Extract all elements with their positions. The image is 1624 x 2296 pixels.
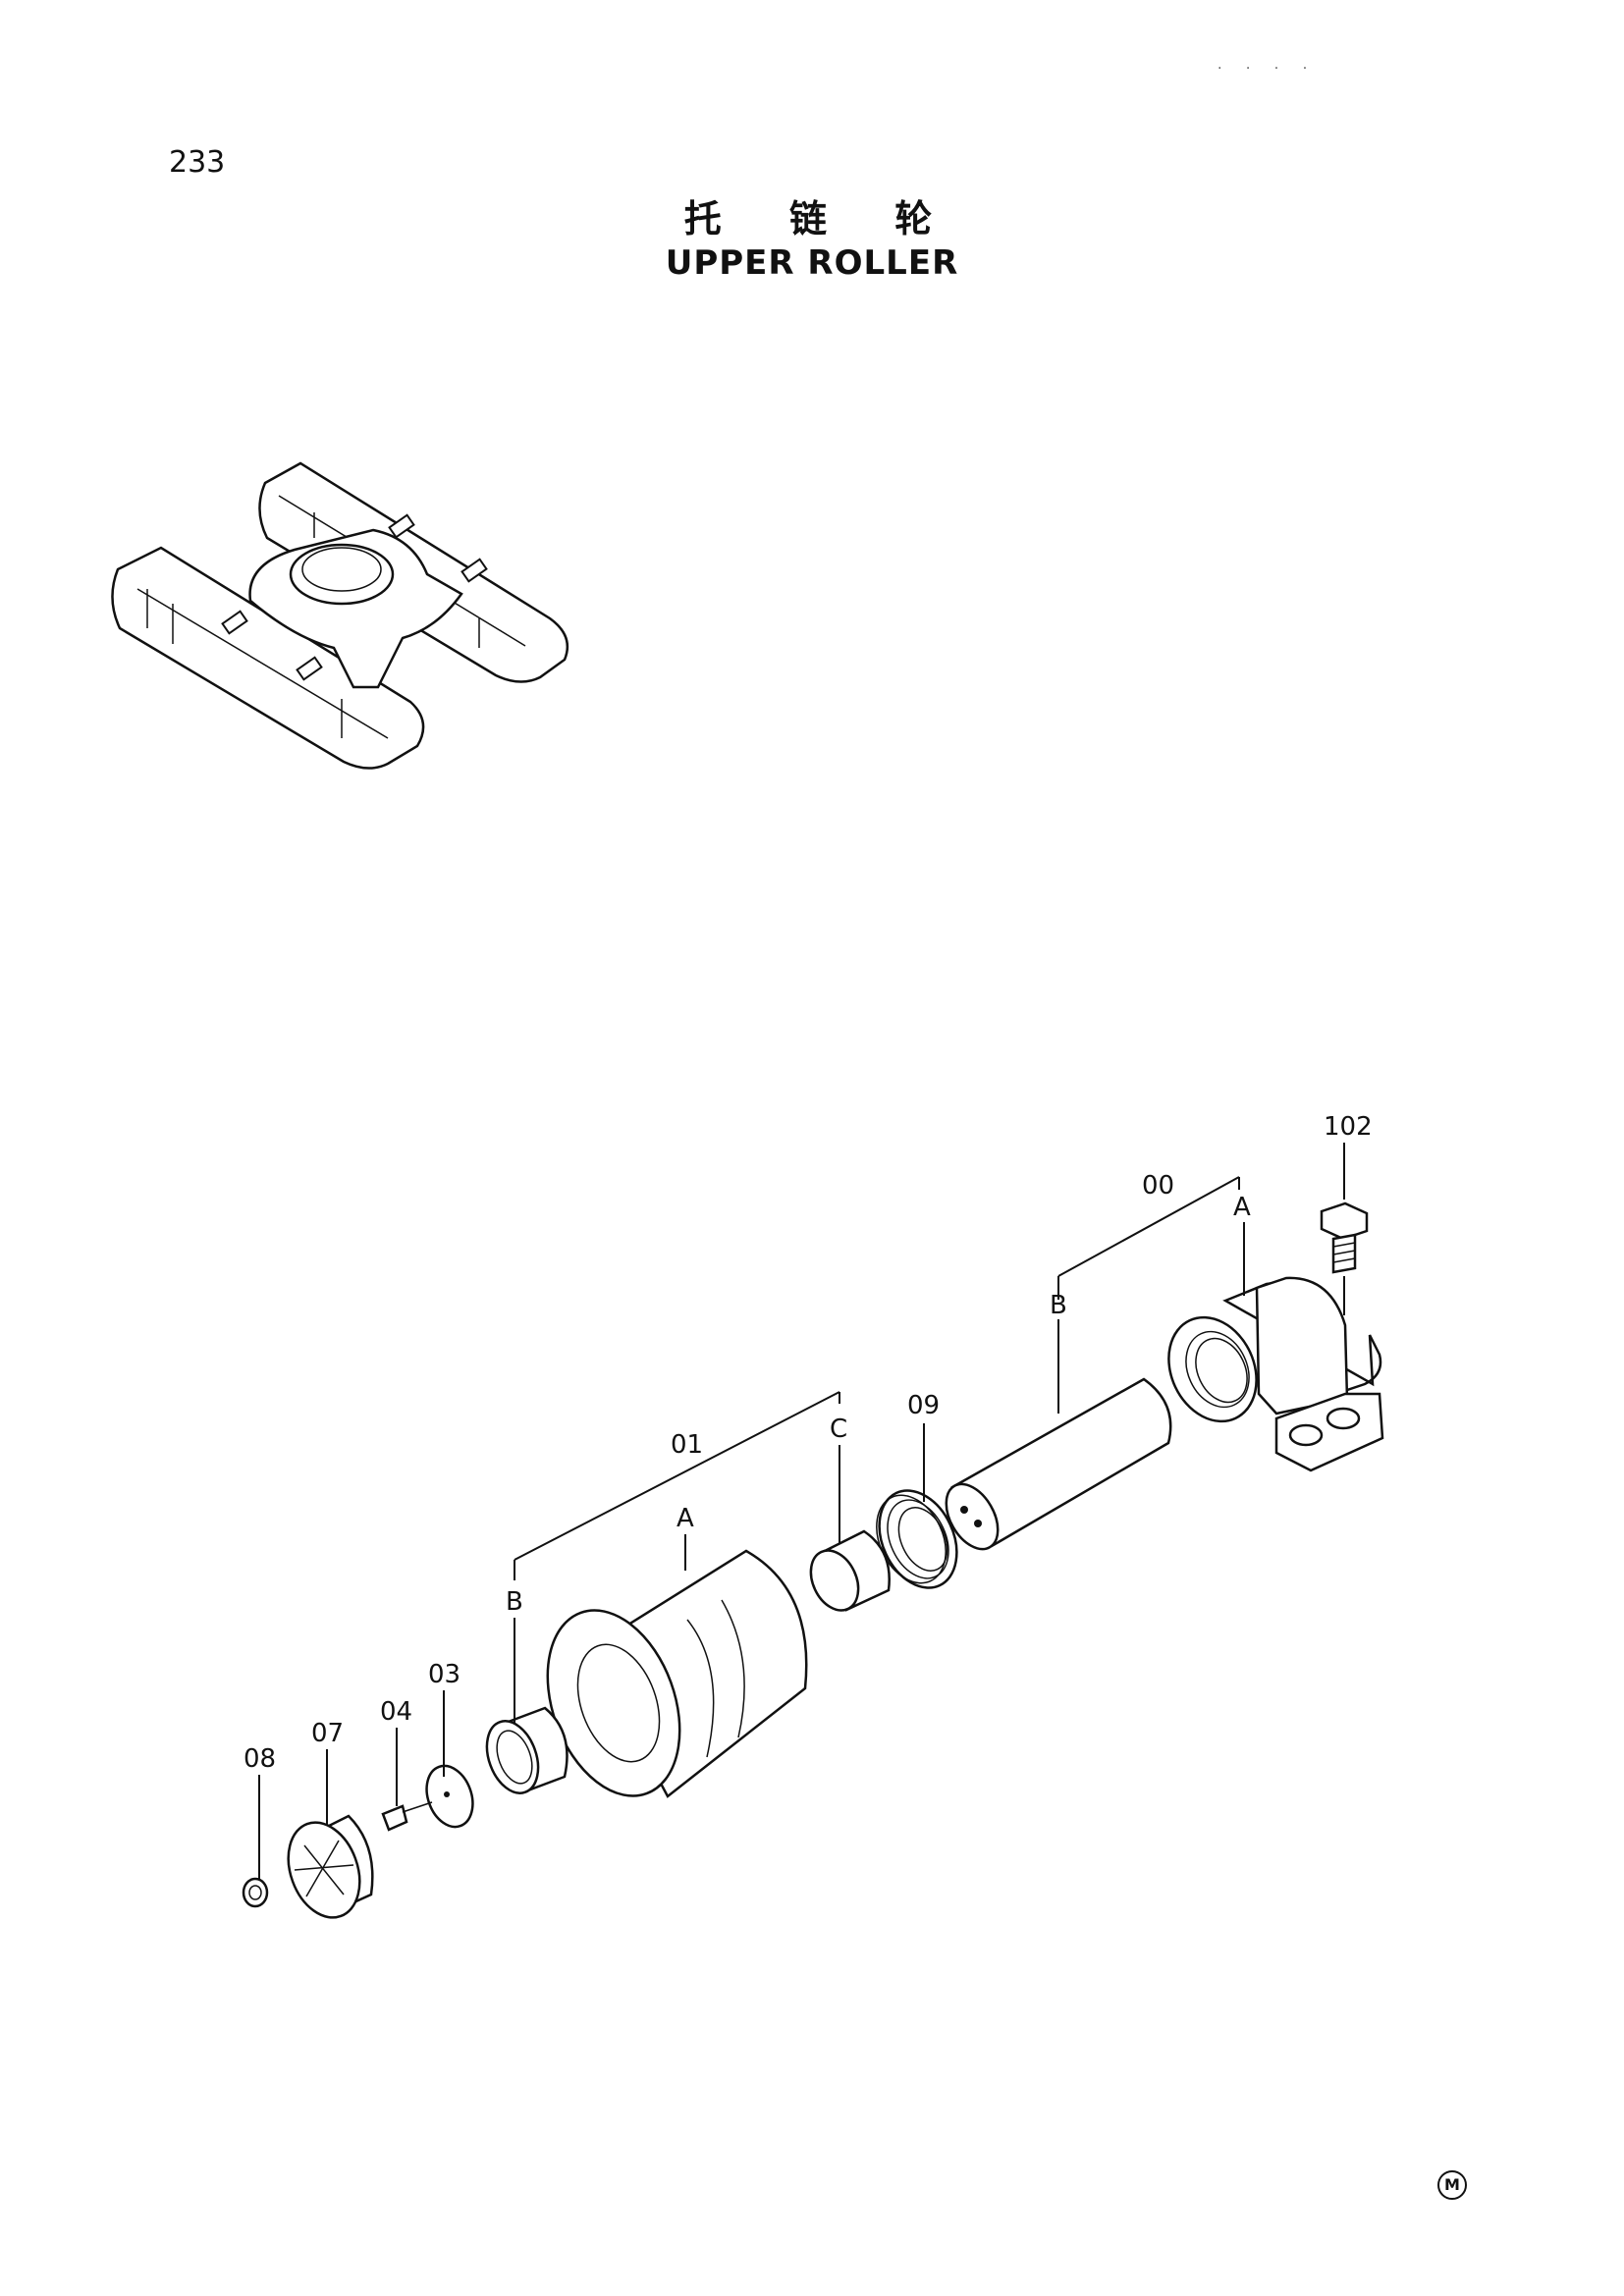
undercarriage-overview [111,461,569,770]
part-01-bushing-b [485,1706,568,1794]
callout-00-a: A [1233,1193,1251,1222]
part-08-plug [242,1877,269,1908]
callout-01-b: B [506,1587,523,1617]
scan-artifact-dots: · · · · [1218,61,1318,77]
part-00-bracket [1167,1276,1384,1472]
callout-102: 102 [1324,1112,1373,1142]
part-09-seal [876,1489,958,1589]
callout-04: 04 [380,1697,412,1727]
leader-lines [258,1143,1345,1879]
upper-roller-location [221,513,488,681]
part-01-roller [546,1549,808,1798]
part-07-cover [287,1814,374,1919]
callout-08: 08 [244,1744,276,1774]
title-chinese: 托 链 轮 [683,197,960,240]
part-00-shaft [945,1377,1172,1551]
part-102-bolt [1320,1201,1369,1274]
exploded-view: 102 00 A B 09 01 A B C 03 04 07 08 [242,1112,1384,1919]
callout-00: 00 [1142,1171,1174,1201]
part-01-bushing-c [809,1529,891,1612]
page-number: 233 [169,145,226,180]
callout-07: 07 [311,1719,344,1748]
callout-00-b: B [1050,1291,1067,1320]
callout-01: 01 [671,1430,703,1460]
callout-03: 03 [428,1660,460,1689]
part-04-screw [381,1801,433,1832]
title-english: UPPER ROLLER [665,243,959,283]
callout-01-c: C [830,1415,847,1444]
callout-09: 09 [907,1391,940,1420]
corner-mark: M [1437,2170,1467,2200]
callout-01-a: A [677,1504,694,1533]
part-03-plate [425,1764,474,1829]
